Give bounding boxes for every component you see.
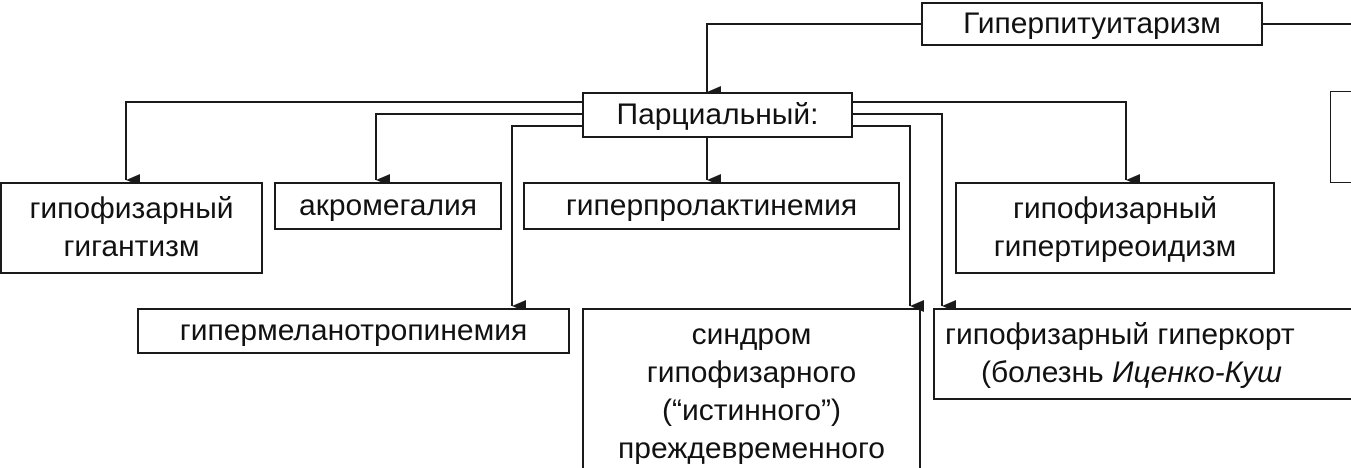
partial-label: Парциальный:: [616, 98, 819, 131]
node-right-cutoff: [1331, 92, 1351, 182]
connector-gigantism: [125, 101, 582, 186]
node-precocious-puberty: синдром гипофизарного (“истинного”) преж…: [582, 308, 921, 468]
precocious-line-2: гипофизарного: [646, 356, 857, 389]
node-hypermelanotropinemia: гипермеланотропинемия: [137, 308, 570, 354]
node-acromegaly: акромегалия: [274, 182, 502, 230]
connector-layer: [125, 23, 1351, 312]
gigantism-line-1: гипофизарный: [29, 192, 234, 225]
node-pituitary-gigantism: гипофизарный гигантизм: [0, 182, 263, 274]
connector-hypermelanotropinemia: [511, 125, 582, 312]
root-label: Гиперпитуитаризм: [963, 7, 1221, 40]
cushing-line-2-prefix: (болезнь: [981, 356, 1113, 389]
hypermelanotropinemia-label: гипермеланотропинемия: [179, 314, 528, 347]
cushing-line-2: (болезнь Иценко-Куш: [945, 354, 1282, 392]
node-cushing: гипофизарный гиперкорт (болезнь Иценко-К…: [933, 308, 1351, 400]
partial-node: Парциальный:: [582, 92, 853, 138]
precocious-line-1: синдром: [691, 318, 812, 351]
connector-precocious-puberty: [853, 125, 924, 312]
acromegaly-label: акромегалия: [299, 189, 477, 222]
cushing-line-2-italic: Иценко-Куш: [1112, 356, 1282, 389]
connector-hyperthyroidism: [853, 101, 1140, 186]
root-node-hyperpituitarism: Гиперпитуитаризм: [921, 2, 1263, 46]
hyperthyroidism-line-1: гипофизарный: [1012, 192, 1218, 225]
connector-cushing: [853, 113, 956, 312]
node-pituitary-hyperthyroidism: гипофизарный гипертиреоидизм: [955, 182, 1275, 274]
hyperprolactinemia-label: гиперпролактинемия: [565, 189, 858, 222]
hyperthyroidism-line-2: гипертиреоидизм: [993, 230, 1237, 263]
gigantism-line-2: гигантизм: [63, 230, 200, 263]
connector-root-partial: [706, 23, 921, 98]
connector-acromegaly: [375, 113, 582, 186]
node-hyperprolactinemia: гиперпролактинемия: [523, 182, 900, 230]
precocious-line-4: преждевременного: [618, 432, 885, 465]
precocious-line-3: (“истинного”): [661, 394, 841, 427]
cushing-line-1: гипофизарный гиперкорт: [945, 318, 1295, 351]
